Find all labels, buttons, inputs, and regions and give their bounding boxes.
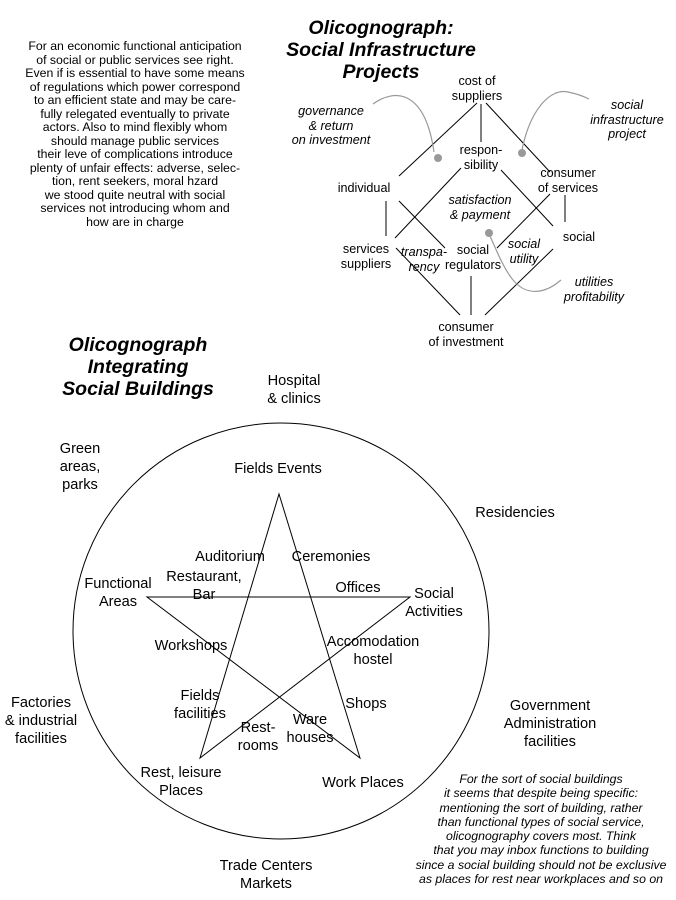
annotation-dot-utilities [485,229,493,237]
annotation-dot-social-infrastructure [518,149,526,157]
outer-circle [72,422,490,840]
annotation-curve-social-infrastructure [521,90,590,151]
node-satisfaction-payment: satisfaction & payment [448,193,512,222]
annotation-social-infrastructure-project: social infrastructure project [590,98,664,141]
inside-ware-houses: Ware houses [286,712,334,746]
connector-suppliers-consumer-services [485,102,551,173]
node-social-regulators: social regulators [444,243,501,272]
node-consumer-of-investment: consumer of investment [428,320,504,349]
connector-consumer-services-social-regulators [496,193,551,249]
node-cost-of-suppliers: cost of suppliers [451,74,503,103]
annotation-governance: governance & return on investment [291,104,371,147]
inside-work-places: Work Places [322,775,404,791]
outside-government: Government Administration facilities [503,698,597,750]
inside-social-activities: Social Activities [405,586,463,620]
inside-rest-leisure: Rest, leisure Places [140,765,222,799]
node-social-utility: social utility [507,237,541,266]
inside-ceremonies: Ceremonies [291,549,371,565]
node-consumer-of-services: consumer of services [537,166,599,195]
outside-green-areas: Green areas, parks [59,441,101,493]
inside-rest-rooms: Rest- rooms [237,720,279,754]
outside-residencies: Residencies [475,505,555,521]
top-diagram-title: Olicognograph: Social Infrastructure Pro… [286,17,476,83]
inside-restaurant-bar: Restaurant, Bar [166,569,242,603]
pentagram [145,492,412,760]
node-responsibility: respon- sibility [459,143,503,172]
inside-fields-facilities: Fields facilities [174,688,226,722]
annotation-dots [434,149,526,237]
inside-accomodation: Accomodation hostel [326,634,420,668]
connector-responsibility-social [500,169,554,227]
annotation-curve-utilities [489,235,562,292]
inside-fields-events: Fields Events [234,461,322,477]
connector-suppliers-individual [398,102,478,177]
node-services-suppliers: services suppliers [340,242,392,271]
inside-workshops: Workshops [154,638,228,654]
connector-social-consumer-investment [484,248,554,316]
bottom-note: For the sort of social buildings it seem… [415,772,667,887]
annotation-dot-governance [434,154,442,162]
inside-offices: Offices [335,580,381,596]
connector-individual-social-regulators [398,200,446,249]
outside-trade-centers: Trade Centers Markets [219,858,313,892]
inside-shops: Shops [345,696,387,712]
bottom-diagram-title: Olicognograph Integrating Social Buildin… [62,334,214,400]
connector-responsibility-services-suppliers [394,167,462,239]
top-diagram-connectors [385,102,566,316]
inside-auditorium: Auditorium [195,549,265,565]
outside-factories: Factories & industrial facilities [4,695,78,747]
inside-functional-areas: Functional Areas [84,576,152,610]
annotation-curves [372,90,590,292]
node-individual: individual [337,181,391,195]
node-transparency: transpa- rency [400,245,448,274]
connector-services-suppliers-consumer-investment [395,247,461,316]
outside-hospital: Hospital & clinics [267,373,321,407]
annotation-curve-governance [372,95,435,153]
annotation-utilities-profitability: utilities profitability [563,275,625,304]
left-note: For an economic functional anticipation … [25,39,245,229]
node-social: social [562,230,596,244]
